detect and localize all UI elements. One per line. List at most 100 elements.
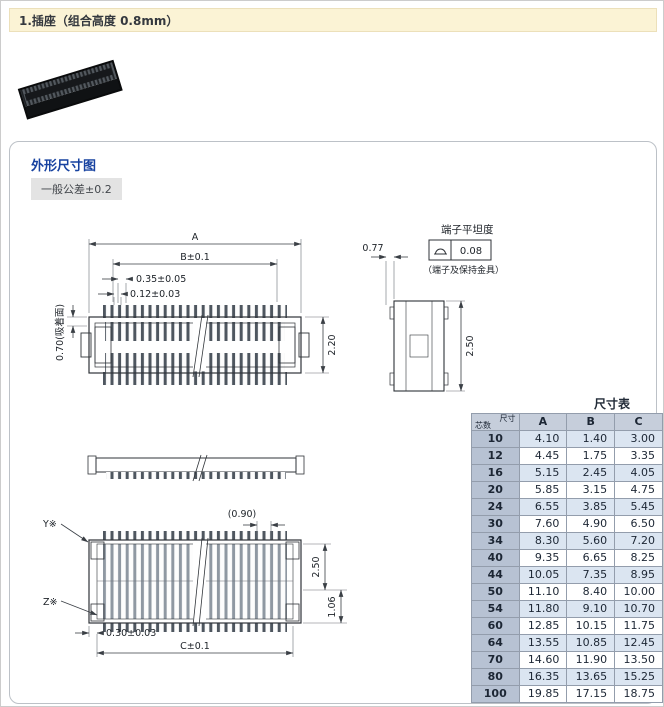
corner-label-dim: 尺寸 xyxy=(499,414,516,423)
dim-value-cell: 13.50 xyxy=(614,651,663,669)
corner-label-pins: 芯数 xyxy=(475,421,491,430)
pin-count-cell: 24 xyxy=(471,498,520,516)
dim-value-cell: 6.55 xyxy=(518,498,568,516)
height-250-end-label: 2.50 xyxy=(465,335,476,356)
end-view-dimensions: 0.77 2.50 xyxy=(362,243,476,392)
table-header-row: 尺寸 芯数 A B C xyxy=(471,413,663,431)
pitch-label: 0.35±0.05 xyxy=(136,274,186,285)
dim-b-label: B±0.1 xyxy=(180,252,210,263)
dim-value-cell: 1.75 xyxy=(566,447,616,465)
pin-width-label: 0.12±0.03 xyxy=(130,289,180,300)
pin-count-cell: 44 xyxy=(471,566,520,584)
height-106-label: 1.06 xyxy=(327,596,338,617)
dim-value-cell: 11.90 xyxy=(566,651,616,669)
dim-value-cell: 3.85 xyxy=(566,498,616,516)
dim-value-cell: 10.85 xyxy=(566,634,616,652)
pin-count-cell: 20 xyxy=(471,481,520,499)
pin-count-cell: 100 xyxy=(471,685,520,703)
dim-value-cell: 5.45 xyxy=(614,498,663,516)
dim-value-cell: 7.60 xyxy=(518,515,568,533)
dim-value-cell: 4.90 xyxy=(566,515,616,533)
dim-090-label: (0.90) xyxy=(228,509,257,520)
dim-value-cell: 11.10 xyxy=(518,583,568,601)
col-header-c: C xyxy=(614,413,663,431)
dim-value-cell: 11.75 xyxy=(614,617,663,635)
dim-value-cell: 1.40 xyxy=(566,430,616,448)
datum-y-label: Y※ xyxy=(42,519,57,530)
dim-value-cell: 18.75 xyxy=(614,685,663,703)
dim-value-cell: 9.10 xyxy=(566,600,616,618)
dim-value-cell: 4.05 xyxy=(614,464,663,482)
flatness-symbol-icon xyxy=(435,248,446,255)
col-header-b: B xyxy=(566,413,616,431)
dim-value-cell: 15.25 xyxy=(614,668,663,686)
connector-photo xyxy=(17,59,123,120)
pin-count-cell: 64 xyxy=(471,634,520,652)
dim-value-cell: 8.40 xyxy=(566,583,616,601)
tolerance-badge: 一般公差±0.2 xyxy=(31,178,122,200)
pin-count-cell: 80 xyxy=(471,668,520,686)
dim-030-label: 0.30±0.03 xyxy=(106,628,156,639)
dim-a-label: A xyxy=(192,232,199,243)
dim-value-cell: 12.85 xyxy=(518,617,568,635)
dim-value-cell: 13.65 xyxy=(566,668,616,686)
panel-title: 外形尺寸图 xyxy=(31,159,97,174)
suction-face-label: 0.70(吸着面) xyxy=(54,304,66,361)
section-header-title: 1.插座（组合高度 0.8mm） xyxy=(19,13,179,28)
dim-value-cell: 16.35 xyxy=(518,668,568,686)
pin-count-cell: 16 xyxy=(471,464,520,482)
dim-value-cell: 3.35 xyxy=(614,447,663,465)
pin-count-cell: 54 xyxy=(471,600,520,618)
pin-count-cell: 12 xyxy=(471,447,520,465)
dim-value-cell: 4.10 xyxy=(518,430,568,448)
dim-value-cell: 10.05 xyxy=(518,566,568,584)
dim-value-cell: 2.45 xyxy=(566,464,616,482)
flatness-spec: 端子平坦度 0.08 （端子及保持金具） xyxy=(423,223,504,276)
dim-value-cell: 3.00 xyxy=(614,430,663,448)
dim-value-cell: 12.45 xyxy=(614,634,663,652)
dim-value-cell: 13.55 xyxy=(518,634,568,652)
dim-value-cell: 5.15 xyxy=(518,464,568,482)
dim-value-cell: 5.60 xyxy=(566,532,616,550)
pin-count-cell: 30 xyxy=(471,515,520,533)
dim-value-cell: 4.75 xyxy=(614,481,663,499)
dimension-drawing: A B±0.1 0.35±0.05 0.12±0.03 0.70(吸着面) 2 xyxy=(42,223,504,657)
dim-value-cell: 7.20 xyxy=(614,532,663,550)
dim-value-cell: 19.85 xyxy=(518,685,568,703)
top-view xyxy=(80,305,310,385)
flatness-title: 端子平坦度 xyxy=(441,223,494,236)
side-view xyxy=(87,454,305,482)
pin-count-cell: 10 xyxy=(471,430,520,448)
col-header-a: A xyxy=(518,413,568,431)
section-header-bar: 1.插座（组合高度 0.8mm） xyxy=(9,8,657,32)
pin-count-cell: 34 xyxy=(471,532,520,550)
bottom-view xyxy=(88,531,302,632)
bottom-view-dimensions: Y※ Z※ (0.90) 2.50 1.06 0.30±0.03 xyxy=(42,509,347,657)
flatness-note: （端子及保持金具） xyxy=(423,264,504,276)
dim-value-cell: 6.65 xyxy=(566,549,616,567)
datum-z-label: Z※ xyxy=(43,597,58,608)
table-corner-cell: 尺寸 芯数 xyxy=(471,413,520,431)
dim-value-cell: 10.70 xyxy=(614,600,663,618)
pin-count-cell: 60 xyxy=(471,617,520,635)
top-view-dimensions: A B±0.1 0.35±0.05 0.12±0.03 0.70(吸着面) 2 xyxy=(54,232,338,374)
dim-value-cell: 5.85 xyxy=(518,481,568,499)
dim-value-cell: 9.35 xyxy=(518,549,568,567)
dim-value-cell: 14.60 xyxy=(518,651,568,669)
dim-value-cell: 8.25 xyxy=(614,549,663,567)
